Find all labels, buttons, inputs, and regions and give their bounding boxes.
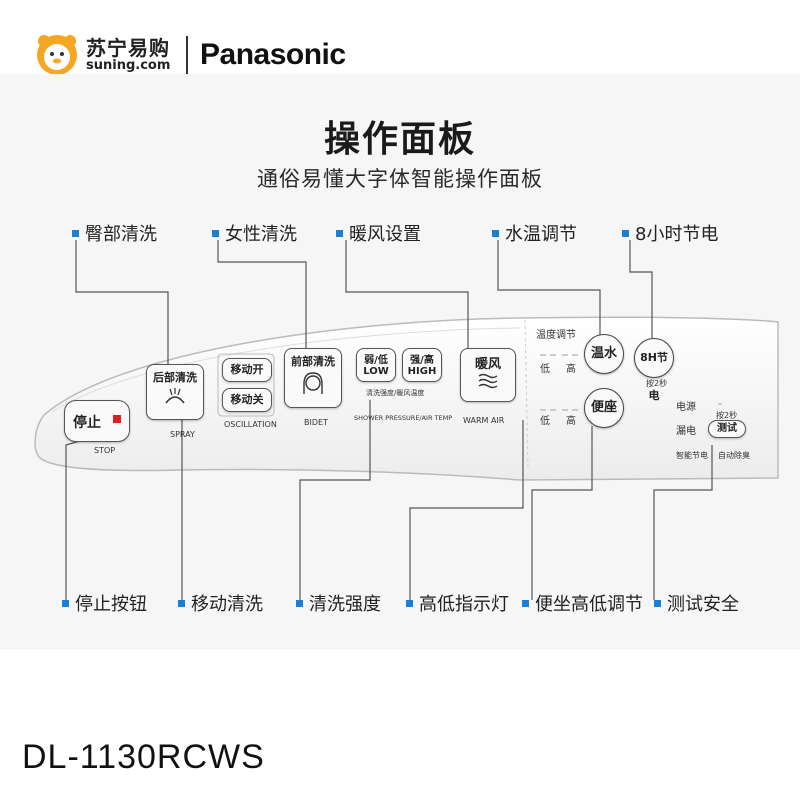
power-save-button[interactable]: 8H节电 <box>634 338 674 402</box>
callout-marker-icon <box>62 599 69 607</box>
stop-button[interactable]: 停止 <box>64 400 130 442</box>
suning-name-en: suning.com <box>86 58 171 73</box>
panel-divider <box>524 319 529 471</box>
callout-label: 清洗强度 <box>309 594 381 615</box>
low-label-en: LOW <box>363 366 389 377</box>
callout-label: 臀部清洗 <box>85 224 157 245</box>
auto-deodor-label: 自动除臭 <box>718 451 750 460</box>
water-temp-label: 温水 <box>590 346 617 361</box>
suning-logo-icon <box>37 35 77 75</box>
seat-button[interactable]: 便座 <box>584 388 624 428</box>
panel-highlight <box>51 327 521 413</box>
callout-top-4: 水温调节 <box>492 220 577 246</box>
seat-low-label: 低 <box>540 416 550 427</box>
low-button[interactable]: 弱/低 LOW <box>356 348 396 382</box>
callout-bottom-6: 测试安全 <box>654 590 739 616</box>
wind-icon <box>478 373 498 389</box>
low-label-cn: 弱/低 <box>364 355 388 366</box>
callout-top-3: 暖风设置 <box>336 220 421 246</box>
stop-indicator-icon <box>113 415 121 423</box>
callout-marker-icon <box>336 229 343 237</box>
power-save-label: 8H节电 <box>640 351 668 402</box>
temp-high-label: 高 <box>566 364 576 375</box>
spray-label: 后部清洗 <box>153 371 197 384</box>
stop-label-en: STOP <box>94 446 116 455</box>
seat-label: 便座 <box>590 400 617 415</box>
oscillation-group-outline <box>217 353 275 417</box>
press-2s-label: 按2秒 <box>646 379 668 388</box>
warm-air-label-en: WARM AIR <box>463 416 505 425</box>
callout-marker-icon <box>178 599 185 607</box>
water-temp-button[interactable]: 温水 <box>584 334 624 374</box>
spray-icon <box>165 388 185 404</box>
oscillation-label-en: OSCILLATION <box>224 420 277 429</box>
callout-top-1: 臀部清洗 <box>72 220 157 246</box>
callout-marker-icon <box>406 599 413 607</box>
callout-bottom-4: 高低指示灯 <box>406 590 509 616</box>
leak-label: 漏电 <box>676 426 696 437</box>
callout-marker-icon <box>212 229 219 237</box>
model-number: DL-1130RCWS <box>22 738 265 776</box>
callout-marker-icon <box>296 599 303 607</box>
temp-low-label: 低 <box>540 364 550 375</box>
warm-air-button[interactable]: 暖风 <box>460 348 516 402</box>
bidet-button[interactable]: 前部清洗 <box>284 348 342 408</box>
high-label-cn: 强/高 <box>410 355 434 366</box>
callout-marker-icon <box>492 229 499 237</box>
connector-lines <box>65 240 713 600</box>
callout-label: 水温调节 <box>505 224 577 245</box>
callout-label: 便坐高低调节 <box>535 594 643 615</box>
seat-high-label: 高 <box>566 416 576 427</box>
woman-icon <box>303 372 323 394</box>
brand-divider <box>186 36 188 78</box>
callout-label: 8小时节电 <box>635 224 719 245</box>
bidet-label-en: BIDET <box>304 418 328 427</box>
spray-label-en: SPRAY <box>170 430 195 439</box>
callout-marker-icon <box>654 599 661 607</box>
page-subtitle: 通俗易懂大字体智能操作面板 <box>257 167 543 191</box>
stop-label: 停止 <box>73 415 101 431</box>
test-press-2s-label: 按2秒 <box>716 411 738 420</box>
callout-marker-icon <box>622 229 629 237</box>
callout-bottom-2: 移动清洗 <box>178 590 263 616</box>
callout-top-5: 8小时节电 <box>622 220 718 246</box>
callout-label: 移动清洗 <box>191 594 263 615</box>
callout-marker-icon <box>72 229 79 237</box>
callout-label: 测试安全 <box>667 594 739 615</box>
suning-name-cn: 苏宁易购 <box>86 36 170 60</box>
brand-logo: Panasonic <box>200 38 346 71</box>
callout-label: 停止按钮 <box>75 594 147 615</box>
smart-save-label: 智能节电 <box>676 451 708 460</box>
callout-label: 暖风设置 <box>349 224 421 245</box>
callout-marker-icon <box>522 599 529 607</box>
move-off-label: 移动关 <box>230 393 264 406</box>
power-label: 电源 <box>676 402 696 413</box>
high-label-en: HIGH <box>407 366 437 377</box>
warm-air-label: 暖风 <box>474 357 501 372</box>
callout-label: 高低指示灯 <box>419 594 509 615</box>
callout-bottom-5: 便坐高低调节 <box>522 590 643 616</box>
temp-adjust-label: 温度调节 <box>536 330 576 341</box>
callout-bottom-1: 停止按钮 <box>62 590 147 616</box>
move-off-button[interactable]: 移动关 <box>222 388 272 412</box>
callout-bottom-3: 清洗强度 <box>296 590 381 616</box>
bidet-label: 前部清洗 <box>291 355 335 368</box>
test-button[interactable]: 测试 <box>708 420 746 438</box>
callout-label: 女性清洗 <box>225 224 297 245</box>
page-title: 操作面板 <box>323 119 476 160</box>
pressure-label-en: SHOWER PRESSURE/AIR TEMP <box>354 414 453 422</box>
pressure-label-cn: 清洗强度/暖风温度 <box>366 389 425 397</box>
header-bar: 苏宁易购 suning.com Panasonic <box>0 0 800 78</box>
move-on-label: 移动开 <box>230 363 264 376</box>
move-on-button[interactable]: 移动开 <box>222 358 272 382</box>
test-label: 测试 <box>717 423 737 434</box>
spray-button[interactable]: 后部清洗 <box>146 364 204 420</box>
high-button[interactable]: 强/高 HIGH <box>402 348 442 382</box>
callout-top-2: 女性清洗 <box>212 220 297 246</box>
